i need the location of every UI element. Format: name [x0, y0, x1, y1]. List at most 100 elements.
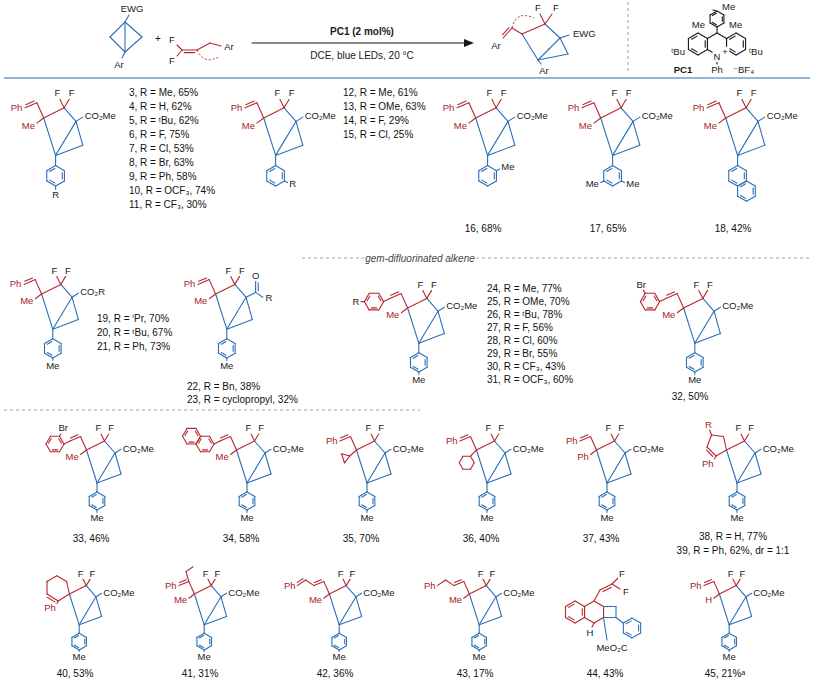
bond-line	[367, 474, 391, 483]
atom-label: Me	[219, 361, 234, 371]
bond-line	[125, 37, 142, 52]
bond-line	[72, 646, 79, 650]
bond-line	[722, 633, 729, 637]
bond-line	[367, 492, 375, 497]
bond-line	[72, 633, 79, 637]
bond-line	[270, 169, 275, 172]
bond-line	[745, 441, 756, 453]
bond-line	[57, 576, 67, 582]
bond-line	[47, 166, 56, 171]
bond-line	[199, 636, 203, 638]
bond-line	[252, 498, 253, 503]
bond-line	[689, 356, 694, 359]
atom-label: Ph	[43, 603, 57, 613]
bond-line	[314, 580, 321, 583]
bond-line	[677, 308, 683, 313]
atom-label: ᵗBu	[748, 47, 764, 57]
bond-line	[204, 616, 226, 624]
bond-line	[64, 171, 65, 181]
compound-caption: 28, R = Cl, 60%	[486, 335, 558, 346]
bond-line	[621, 99, 626, 108]
bond-line	[105, 434, 110, 442]
bond-line	[712, 13, 716, 15]
atom-label: CO₂Me	[445, 301, 478, 311]
bond-line	[357, 441, 375, 450]
bond-line	[210, 444, 215, 452]
bond-line	[66, 121, 76, 138]
bond-line	[237, 441, 255, 450]
bond-line	[255, 434, 260, 442]
bond-line	[425, 360, 426, 366]
bond-line	[482, 180, 487, 183]
atom-label: F	[739, 568, 747, 578]
bond-line	[332, 633, 339, 637]
bond-line	[615, 434, 620, 442]
bond-line	[348, 597, 356, 611]
bond-line	[267, 181, 276, 186]
bond-line	[714, 307, 720, 311]
bond-line	[482, 505, 487, 508]
bond-line	[738, 138, 748, 155]
bond-line	[346, 586, 356, 597]
compound-caption: 37, 43%	[582, 533, 621, 544]
atom-label: F	[485, 423, 493, 433]
bond-line	[607, 492, 615, 497]
atom-label: F	[337, 568, 345, 578]
atom-label: F	[214, 568, 222, 578]
bond-line	[601, 108, 621, 118]
bond-line	[385, 449, 391, 453]
bond-line	[72, 297, 78, 319]
atom-label: F	[706, 280, 714, 290]
bond-line	[698, 33, 708, 39]
bond-line	[599, 492, 607, 497]
bond-line	[736, 586, 746, 597]
bond-line	[463, 469, 471, 470]
bond-line	[746, 593, 752, 597]
bond-line	[655, 293, 660, 301]
bond-line	[729, 646, 736, 650]
atom-label: Ph	[283, 580, 297, 590]
bond-line	[719, 586, 736, 594]
bond-line	[623, 633, 632, 638]
cyclopropyl-ring	[342, 454, 350, 463]
bond-line	[356, 597, 362, 617]
bond-line	[714, 581, 720, 594]
bond-line	[246, 297, 252, 319]
atom-label: F	[750, 88, 758, 98]
compound-caption: 23, R = cyclopropyl, 32%	[186, 394, 299, 405]
bond-line	[722, 17, 723, 22]
bond-line	[746, 171, 747, 181]
bond-line	[227, 339, 235, 344]
bond-line	[408, 308, 419, 343]
compound-caption: 21, R = Ph, 73%	[96, 341, 171, 352]
bond-line	[457, 103, 469, 108]
atom-label: Me	[661, 310, 676, 320]
bond-line	[410, 353, 418, 358]
bond-line	[237, 450, 248, 483]
atom-label: Me	[448, 595, 463, 605]
compound-caption: 33, 46%	[72, 533, 111, 544]
bond-line	[26, 101, 34, 105]
bond-line	[729, 616, 751, 624]
atom-label: Ph	[567, 103, 581, 113]
bond-line	[92, 505, 97, 508]
bond-line	[86, 637, 87, 645]
bond-line	[69, 594, 79, 625]
bond-line	[607, 506, 615, 511]
bond-line	[585, 601, 595, 607]
atom-label: CO₂Me	[641, 111, 674, 121]
bond-line	[125, 22, 142, 37]
bond-line	[56, 181, 65, 186]
bond-line	[221, 342, 226, 345]
bond-line	[623, 618, 632, 623]
atom-label: Ph	[701, 458, 715, 468]
bond-line	[496, 108, 508, 122]
bond-line	[585, 618, 595, 624]
bond-line	[724, 437, 727, 451]
bond-line	[613, 145, 640, 155]
condition-text: PC1 (2 mol%)	[329, 26, 395, 37]
bond-line	[582, 609, 583, 615]
atom-label: F	[257, 423, 265, 433]
atom-label: F	[610, 88, 618, 98]
bond-line	[72, 293, 78, 297]
